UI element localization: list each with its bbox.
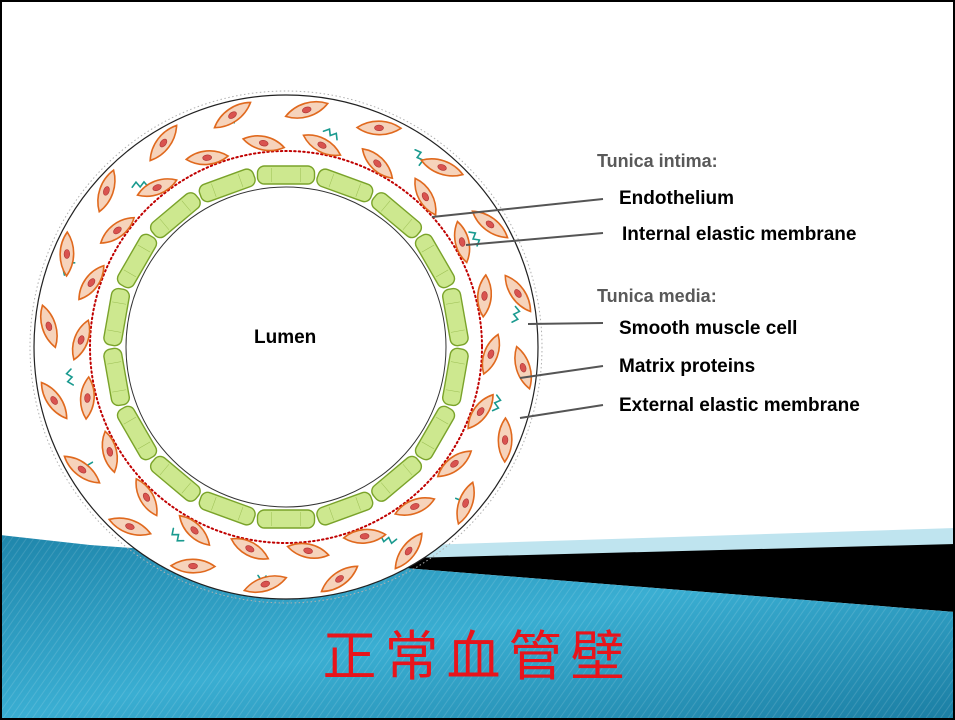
endothelium-label: Endothelium: [619, 188, 734, 210]
endothelial-cell: [257, 166, 314, 184]
matrix-proteins-label: Matrix proteins: [619, 356, 755, 378]
internal-elastic-membrane-label: Internal elastic membrane: [622, 224, 856, 246]
tunica-media-header: Tunica media:: [597, 286, 717, 307]
smooth-muscle-cell-label: Smooth muscle cell: [619, 318, 797, 340]
slide-title: 正常血管壁: [0, 612, 955, 691]
external-elastic-membrane-label: External elastic membrane: [619, 395, 860, 417]
tunica-intima-header: Tunica intima:: [597, 151, 718, 172]
lumen-label: Lumen: [254, 327, 316, 349]
endothelial-cell: [257, 510, 314, 528]
external-elastic-membrane-leader: [520, 405, 603, 418]
smooth-muscle-cell-leader: [528, 323, 603, 324]
